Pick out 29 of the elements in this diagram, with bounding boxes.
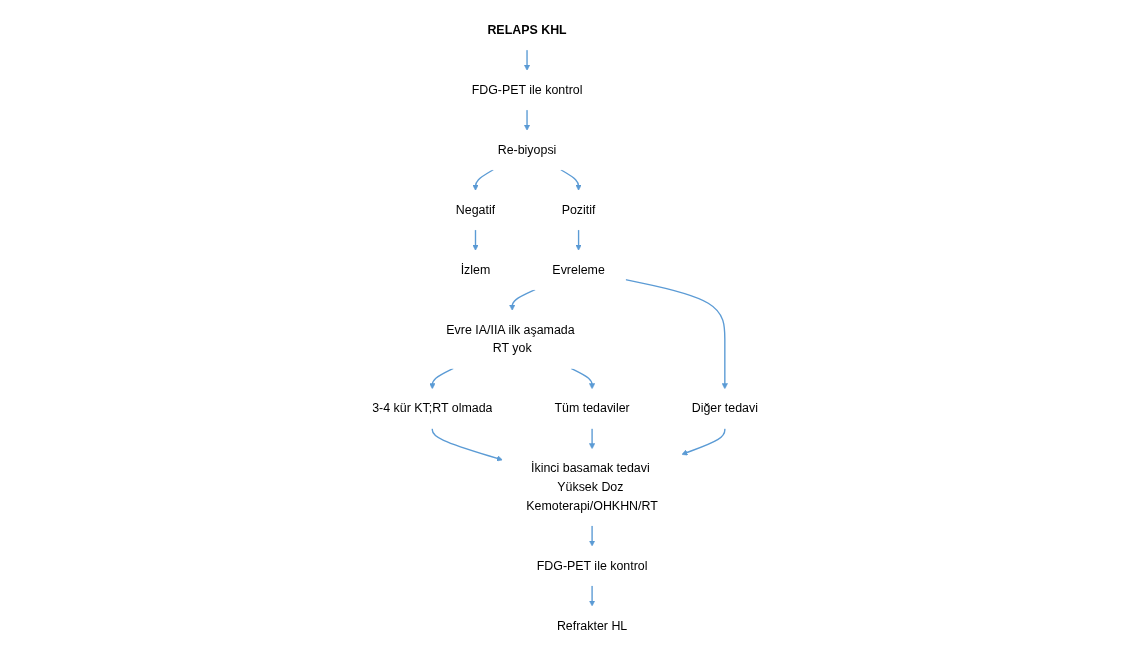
node-text: Tüm tedaviler <box>554 401 631 416</box>
node-text: İkinci basamak tedavi Yüksek Doz Kemoterapi/OHKHN/RT <box>526 461 659 513</box>
node-text: 3-4 kür KT;RT olmada <box>372 401 493 416</box>
node-text: Evreleme <box>552 262 606 277</box>
arrow <box>681 427 726 456</box>
arrow <box>509 289 537 311</box>
node-text: FDG-PET ile kontrol <box>537 558 648 573</box>
node-text: RELAPS KHL <box>487 22 568 37</box>
arrow <box>429 367 455 390</box>
arrow <box>560 169 583 191</box>
arrow <box>589 427 596 450</box>
arrow <box>575 229 583 251</box>
node-text: Refrakter HL <box>557 618 628 633</box>
node-text: FDG-PET ile kontrol <box>472 82 583 97</box>
node-text: Pozitif <box>562 202 596 217</box>
arrow <box>524 49 531 71</box>
node-text: Re-biyopsi <box>498 142 557 157</box>
arrow <box>472 169 495 191</box>
node-text: Diğer tedavi <box>692 401 759 416</box>
node-text: Negatif <box>456 202 496 217</box>
arrow <box>570 367 596 390</box>
arrow <box>472 229 479 251</box>
node-text: Evre IA/IIA ilk aşamada RT yok <box>446 322 576 356</box>
arrow <box>589 524 596 547</box>
node-text: İzlem <box>461 262 491 277</box>
arrow <box>589 584 596 607</box>
arrow <box>432 427 504 462</box>
arrow <box>524 109 531 131</box>
arrow <box>625 279 729 390</box>
